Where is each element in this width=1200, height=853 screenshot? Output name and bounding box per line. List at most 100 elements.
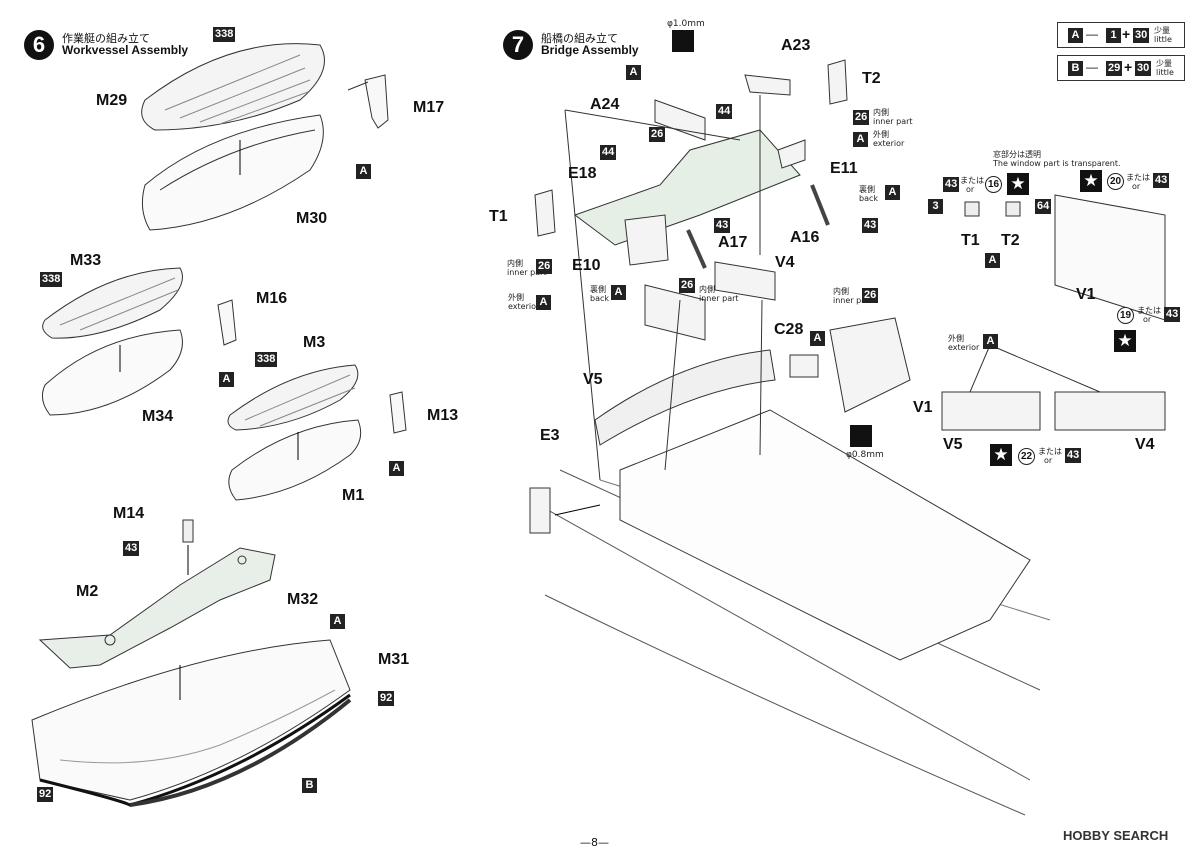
or-jp: または <box>960 176 984 185</box>
drill-icon <box>672 30 694 52</box>
part-label: A17 <box>718 234 748 251</box>
note-inner-jp: 内側 <box>507 259 523 268</box>
legend-dash: — <box>1086 27 1098 41</box>
drill-icon <box>850 425 872 447</box>
part-label: M31 <box>378 651 410 668</box>
note-back-en: back <box>859 194 879 203</box>
color-code: 92 <box>37 787 54 802</box>
or-en: or <box>966 185 975 194</box>
note-back-en: back <box>590 294 610 303</box>
step-6-number: 6 <box>24 30 54 60</box>
legend-a-en: little <box>1154 35 1172 44</box>
note-inner-jp: 内側 <box>699 285 715 294</box>
part-label: A24 <box>590 96 620 113</box>
color-code: A <box>810 331 825 346</box>
color-code: 43 <box>123 541 140 556</box>
color-code: 26 <box>649 127 666 142</box>
color-code: 26 <box>536 259 553 274</box>
step-7-title-en: Bridge Assembly <box>541 43 639 57</box>
note-inner-jp: 内側 <box>873 108 889 117</box>
color-code: A <box>611 285 626 300</box>
part-label: M29 <box>96 92 128 109</box>
color-code-circle: 22 <box>1018 448 1035 465</box>
legend-a-code: A <box>1068 28 1083 43</box>
note-inner-en: inner part <box>507 268 547 277</box>
part-label: T2 <box>1001 232 1020 249</box>
color-code: 3 <box>928 199 943 214</box>
part-label: M13 <box>427 407 459 424</box>
color-code: A <box>626 65 641 80</box>
color-code: 338 <box>255 352 278 367</box>
note-exterior-jp: 外側 <box>508 293 524 302</box>
part-label: M14 <box>113 505 145 522</box>
or-en: or <box>1143 315 1152 324</box>
or-jp: または <box>1137 306 1161 315</box>
page-number: —8— <box>580 836 609 849</box>
note-exterior-jp: 外側 <box>873 130 889 139</box>
color-code: 338 <box>40 272 63 287</box>
color-code: 43 <box>862 218 879 233</box>
legend-b-c2: 30 <box>1135 61 1152 76</box>
color-code: A <box>853 132 868 147</box>
color-code: 44 <box>600 145 617 160</box>
part-label: M1 <box>342 487 365 504</box>
legend-b: B — 29 + 30 少量 little <box>1057 55 1185 81</box>
note-exterior-jp: 外側 <box>948 334 964 343</box>
color-code: A <box>885 185 900 200</box>
window-note-en: The window part is transparent. <box>993 159 1121 168</box>
color-code-circle: 20 <box>1107 173 1124 190</box>
legend-a: A — 1 + 30 少量 little <box>1057 22 1185 48</box>
step-7-title-jp: 船橋の組み立て <box>541 32 618 45</box>
part-label: V5 <box>943 436 963 453</box>
part-label: T1 <box>961 232 980 249</box>
part-label: V5 <box>583 371 603 388</box>
part-label: V4 <box>1135 436 1155 453</box>
part-label: E18 <box>568 165 597 182</box>
legend-plus: + <box>1124 59 1133 75</box>
part-label: E3 <box>540 427 560 444</box>
or-en: or <box>1132 182 1141 191</box>
color-code: 43 <box>714 218 731 233</box>
part-label: E10 <box>572 257 601 274</box>
color-code: 26 <box>679 278 696 293</box>
step-7-number: 7 <box>503 30 533 60</box>
legend-a-c2: 30 <box>1133 28 1150 43</box>
color-code: 43 <box>1065 448 1082 463</box>
legend-dash: — <box>1086 60 1098 74</box>
window-note-jp: 窓部分は透明 <box>993 150 1041 159</box>
step-6-title-en: Workvessel Assembly <box>62 43 189 57</box>
color-code: 26 <box>853 110 870 125</box>
color-code-circle: 19 <box>1117 307 1134 324</box>
color-code: 43 <box>943 177 960 192</box>
note-inner-en: inner part <box>873 117 913 126</box>
star-icon: ★ <box>990 444 1012 466</box>
part-label: M17 <box>413 99 445 116</box>
part-label: M16 <box>256 290 288 307</box>
color-code: 43 <box>1153 173 1170 188</box>
legend-a-jp: 少量 <box>1154 26 1170 35</box>
part-label: M32 <box>287 591 319 608</box>
drill-size-label: φ0.8mm <box>846 450 884 460</box>
legend-a-c1: 1 <box>1106 28 1121 43</box>
or-jp: または <box>1126 173 1150 182</box>
legend-b-jp: 少量 <box>1156 59 1172 68</box>
color-code: A <box>356 164 371 179</box>
legend-plus: + <box>1122 26 1131 42</box>
part-label: E11 <box>830 160 858 177</box>
part-label: V1 <box>913 399 933 416</box>
color-code: A <box>330 614 345 629</box>
color-code: 44 <box>716 104 733 119</box>
step-6-title-jp: 作業艇の組み立て <box>62 32 150 45</box>
note-exterior-en: exterior <box>508 302 540 311</box>
color-code: 43 <box>1164 307 1181 322</box>
note-exterior-en: exterior <box>873 139 905 148</box>
note-back-jp: 裏側 <box>590 285 606 294</box>
or-jp: または <box>1038 447 1062 456</box>
part-label: M30 <box>296 210 328 227</box>
watermark: HOBBY SEARCH <box>1063 828 1169 843</box>
legend-b-en: little <box>1156 68 1174 77</box>
part-label: T1 <box>489 208 508 225</box>
star-icon: ★ <box>1114 330 1136 352</box>
part-label: M33 <box>70 252 102 269</box>
